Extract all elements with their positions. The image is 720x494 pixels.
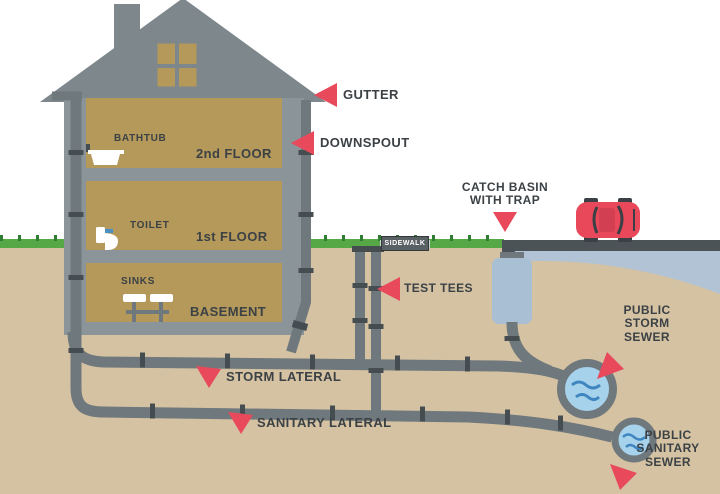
sidewalk-sign: SIDEWALK [381,236,429,251]
pipe-joints [68,150,563,431]
first-floor-label: 1st FLOOR [196,229,268,244]
bathtub-label: BATHTUB [114,133,167,144]
sinks-label: SINKS [121,276,156,287]
catch-basin-label: CATCH BASIN WITH TRAP [461,180,549,208]
sanitary-lateral-pipe [70,98,614,443]
gutter-arrow-icon [314,83,337,107]
bathtub-icon [86,144,124,165]
test-tee-caps [352,246,384,252]
house [40,0,326,335]
gutter-label: GUTTER [343,87,399,102]
downspout-arrow-icon [291,131,314,155]
car-icon [576,198,640,242]
catch-basin-outlet-pipe [506,321,553,377]
catch-basin-arrow-icon [493,212,517,232]
water-wave-icon [625,443,644,451]
water-wave-icon [575,393,601,401]
water-wave-icon [622,433,646,441]
toilet-icon [96,227,118,250]
public-sanitary-sewer-arrow-icon [610,464,637,490]
public-sanitary-sewer [611,417,657,463]
basement-room [86,263,282,322]
road-base [514,250,720,294]
downspout-label: DOWNSPOUT [320,135,410,150]
sanitary-lateral-label: SANITARY LATERAL [257,415,392,430]
downspout-pipe [286,100,311,354]
basement-label: BASEMENT [190,304,267,319]
storm-lateral-arrow-icon [196,366,221,388]
public-storm-sewer-arrow-icon [597,352,624,379]
sinks-icon [123,294,173,322]
test-tees-arrow-icon [377,277,400,301]
sanitary-lateral-arrow-icon [228,412,253,434]
sidewalk-sign-label: SIDEWALK [384,240,426,247]
toilet-label: TOILET [130,220,170,231]
water-wave-icon [571,380,601,390]
attic-window [154,40,200,90]
second-floor-label: 2nd FLOOR [196,146,272,161]
storm-lateral-label: STORM LATERAL [226,369,342,384]
callout-arrows [196,83,637,490]
test-tees-label: TEST TEES [404,281,473,295]
public-storm-sewer-label: PUBLIC STORM SEWER [623,303,671,344]
catch-basin [492,252,532,324]
first-floor-room [86,181,282,250]
public-sanitary-sewer-label: PUBLIC SANITARY SEWER [636,428,700,469]
